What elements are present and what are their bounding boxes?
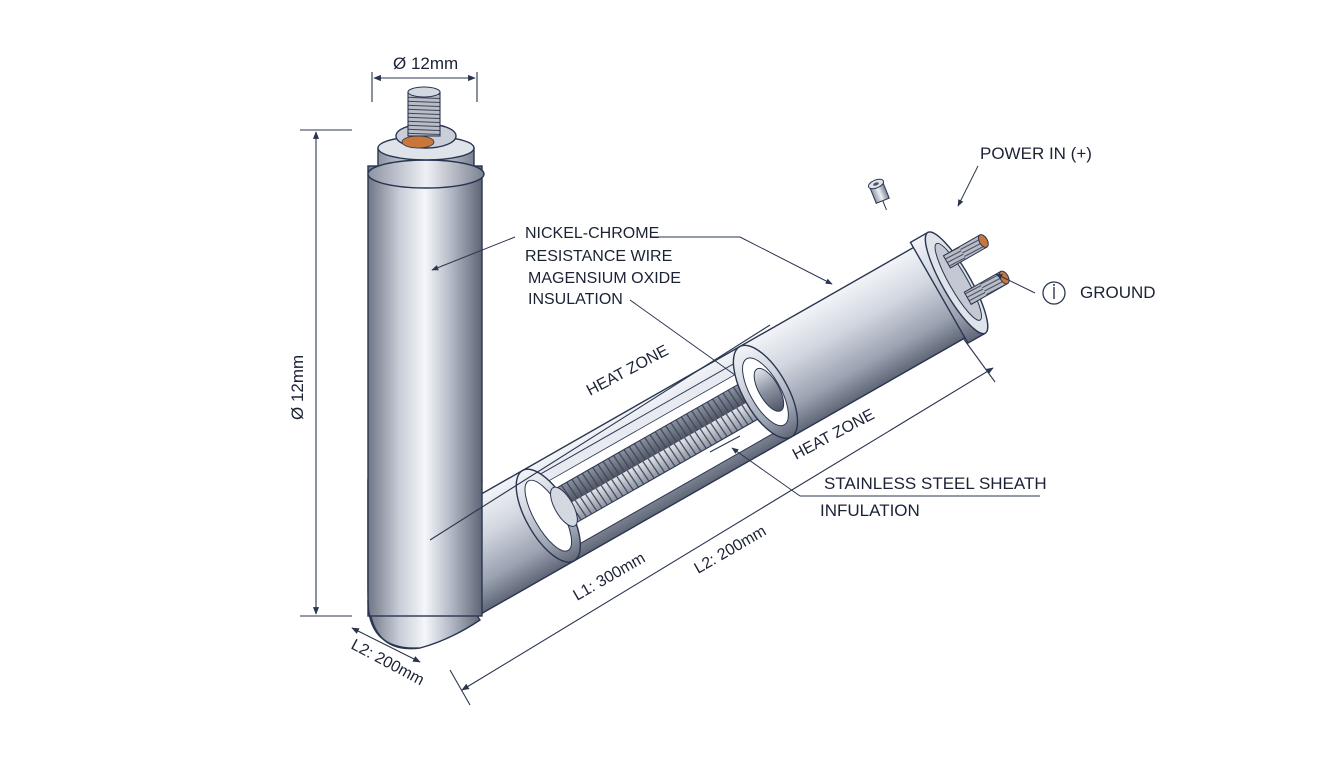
l2-dimension-label: L2: 200mm <box>692 523 770 578</box>
ground-label: GROUND <box>1080 283 1156 302</box>
l1-dimension-label: L1: 300mm <box>571 550 649 605</box>
ground-circle-icon <box>1042 281 1066 305</box>
dimension-heat-zone <box>429 324 771 541</box>
power-in-label: POWER IN (+) <box>980 144 1092 163</box>
insulation-label-line1: MAGENSIUM OXIDE <box>528 270 681 287</box>
dia-top-label: Ø 12mm <box>393 54 458 73</box>
wire-label-line1: NICKEL-CHROME <box>525 225 659 242</box>
vertical-tube <box>367 86 485 649</box>
heat-zone-label-1: HEAT ZONE <box>584 342 672 399</box>
dimension-bottom-long <box>449 337 996 706</box>
dia-left-label: Ø 12mm <box>288 355 307 420</box>
diagonal-tube <box>391 231 1010 637</box>
sheath-label: STAINLESS STEEL SHEATH <box>824 474 1047 493</box>
dimension-left <box>300 129 352 617</box>
set-screw-icon <box>867 178 890 211</box>
insulation-label-line2: INSULATION <box>528 291 623 308</box>
dimension-top <box>371 72 478 102</box>
infulation-label: INFULATION <box>820 501 920 520</box>
dimension-elbow <box>351 627 421 663</box>
wire-label-line2: RESISTANCE WIRE <box>525 248 672 265</box>
